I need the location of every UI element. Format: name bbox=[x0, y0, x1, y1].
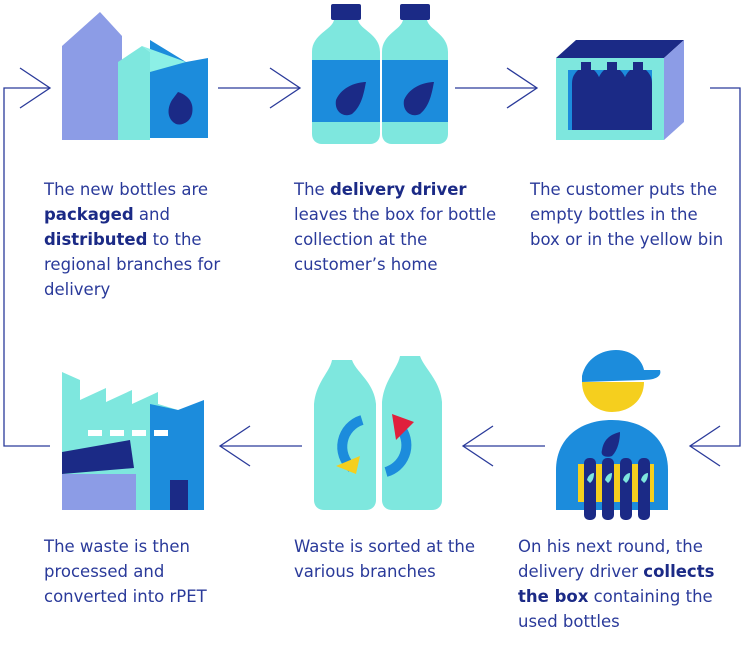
right-connector-line bbox=[690, 87, 741, 447]
bottle-crate-icon bbox=[556, 40, 684, 140]
flow-arrows bbox=[3, 67, 741, 467]
delivery-driver-icon bbox=[556, 350, 668, 520]
caption-text: The new bottles are bbox=[44, 180, 209, 199]
step-collects-caption: On his next round, the delivery driver c… bbox=[518, 534, 723, 634]
arrow-head-5-4-icon bbox=[218, 425, 251, 467]
caption-text: The bbox=[294, 180, 330, 199]
caption-bold-text: collects the box bbox=[518, 562, 715, 606]
packaged-boxes-icon bbox=[62, 12, 208, 140]
arrow-head-2-3-icon bbox=[506, 67, 539, 109]
caption-text: leaves the box for bottle collection at … bbox=[294, 205, 497, 274]
caption-text: and bbox=[133, 205, 170, 224]
step-packaged-caption: The new bottles are packaged and distrib… bbox=[44, 177, 244, 302]
caption-text: The customer puts the empty bottles in t… bbox=[530, 180, 724, 249]
step-customer-caption: The customer puts the empty bottles in t… bbox=[530, 177, 730, 252]
caption-text: Waste is sorted at the various branches bbox=[294, 537, 475, 581]
factory-icon bbox=[62, 372, 204, 510]
step-sorted-caption: Waste is sorted at the various branches bbox=[294, 534, 484, 584]
arrow-head-6-5-icon bbox=[461, 425, 494, 467]
caption-bold-text: packaged bbox=[44, 205, 134, 224]
arrow-into-step1-icon bbox=[19, 67, 52, 109]
caption-text: The waste is then processed and converte… bbox=[44, 537, 207, 606]
water-bottles-icon bbox=[312, 4, 448, 144]
caption-bold-text: distributed bbox=[44, 230, 148, 249]
arrow-head-1-2-icon bbox=[269, 67, 302, 109]
step-delivery-caption: The delivery driver leaves the box for b… bbox=[294, 177, 509, 277]
caption-text: On his next round, the delivery driver bbox=[518, 537, 703, 581]
arrow-head-right-icon bbox=[688, 425, 721, 467]
caption-bold-text: delivery driver bbox=[329, 180, 467, 199]
caption-text: containing the used bottles bbox=[518, 587, 713, 631]
return-loop-line bbox=[3, 87, 50, 447]
caption-text: to the regional branches for delivery bbox=[44, 230, 221, 299]
step-processed-caption: The waste is then processed and converte… bbox=[44, 534, 244, 609]
sorting-bottles-icon bbox=[314, 356, 442, 510]
